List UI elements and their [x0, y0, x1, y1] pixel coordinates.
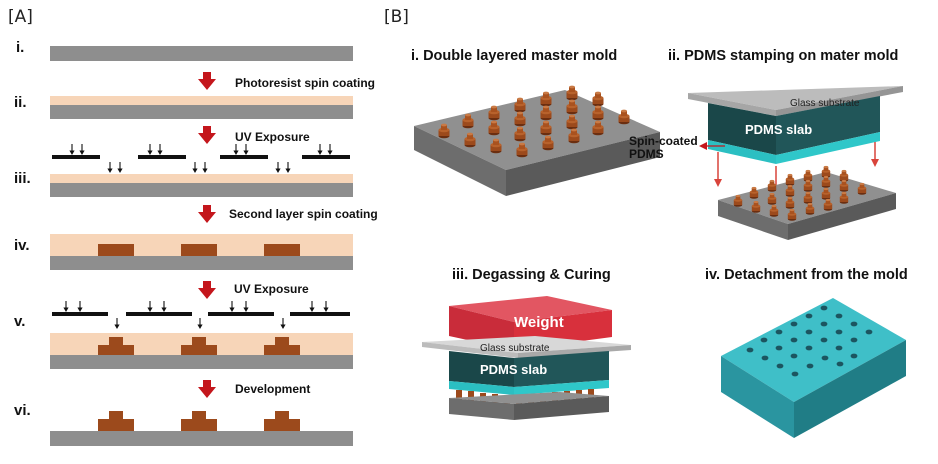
exposed-features-step-v [98, 337, 300, 355]
spin-coated-label-2: PDMS [629, 147, 664, 161]
photomask-step-iii [52, 155, 350, 159]
row-label-ii: ii. [14, 94, 27, 111]
pdms-stamp-b-ii [688, 86, 903, 164]
glass-substrate-label-b-iii: Glass substrate [480, 343, 550, 354]
substrate-step-ii [50, 105, 353, 119]
panel-a-label: [A] [8, 7, 33, 27]
process-arrow-5 [198, 380, 216, 398]
curing-stack-b-iii [422, 296, 631, 420]
step-label-second-layer: Second layer spin coating [229, 207, 378, 221]
master-mold-b-i [414, 85, 660, 196]
process-arrow-1 [198, 72, 216, 90]
row-label-i: i. [16, 39, 24, 56]
pdms-replica-b-iv [721, 298, 906, 438]
step-label-uv-exposure-2: UV Exposure [234, 282, 309, 296]
spin-coated-label-1: Spin-coated [629, 134, 698, 148]
step-label-development: Development [235, 382, 310, 396]
resist-layer-step-iii [50, 174, 353, 183]
photomask-step-v [52, 312, 350, 316]
resist-layer-step-ii [50, 96, 353, 105]
title-b-iii: iii. Degassing & Curing [452, 267, 611, 283]
pdms-slab-label-b-iii: PDMS slab [480, 362, 547, 377]
developed-features-step-vi [98, 411, 300, 431]
title-b-ii: ii. PDMS stamping on mater mold [668, 48, 898, 64]
step-label-photoresist: Photoresist spin coating [235, 76, 375, 90]
substrate-step-iii [50, 183, 353, 197]
panel-b-label: [B] [384, 7, 409, 27]
substrate-step-iv [50, 256, 353, 270]
process-arrow-4 [198, 281, 216, 299]
exposed-features-step-iv [98, 244, 300, 256]
title-b-i: i. Double layered master mold [411, 48, 617, 64]
row-label-v: v. [14, 313, 25, 330]
pdms-slab-label-b-ii: PDMS slab [745, 122, 812, 137]
title-b-iv: iv. Detachment from the mold [705, 267, 908, 283]
row-label-vi: vi. [14, 402, 31, 419]
glass-substrate-label-b-ii: Glass substrate [790, 98, 860, 109]
substrate-step-i [50, 46, 353, 61]
uv-arrows-step-iii [68, 143, 334, 174]
spin-coated-pointer [699, 142, 725, 150]
step-label-uv-exposure-1: UV Exposure [235, 130, 310, 144]
master-mold-b-ii [718, 165, 896, 240]
weight-label: Weight [514, 314, 564, 331]
process-arrow-3 [198, 205, 216, 223]
substrate-step-vi [50, 431, 353, 446]
row-label-iii: iii. [14, 170, 31, 187]
substrate-step-v [50, 355, 353, 369]
process-arrow-2 [198, 126, 216, 144]
row-label-iv: iv. [14, 237, 30, 254]
